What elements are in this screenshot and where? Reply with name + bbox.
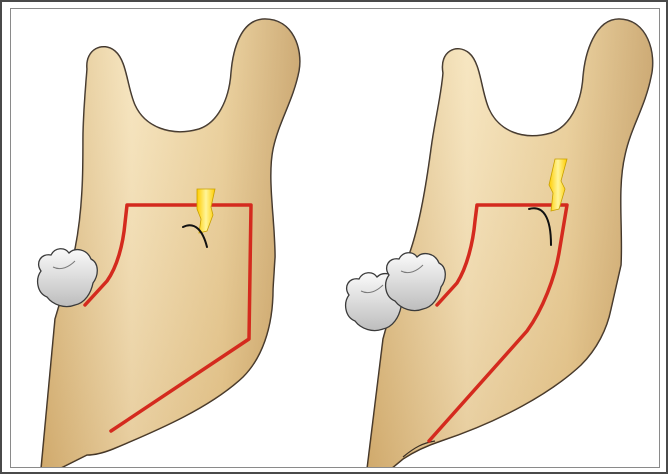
figure-inner-border — [10, 8, 660, 468]
mandible-osteotomy-illustration — [11, 9, 660, 468]
right-mandible-shading — [367, 19, 653, 468]
left-mandible-shading — [41, 19, 300, 468]
right-panel — [346, 19, 653, 468]
left-panel — [38, 19, 300, 468]
